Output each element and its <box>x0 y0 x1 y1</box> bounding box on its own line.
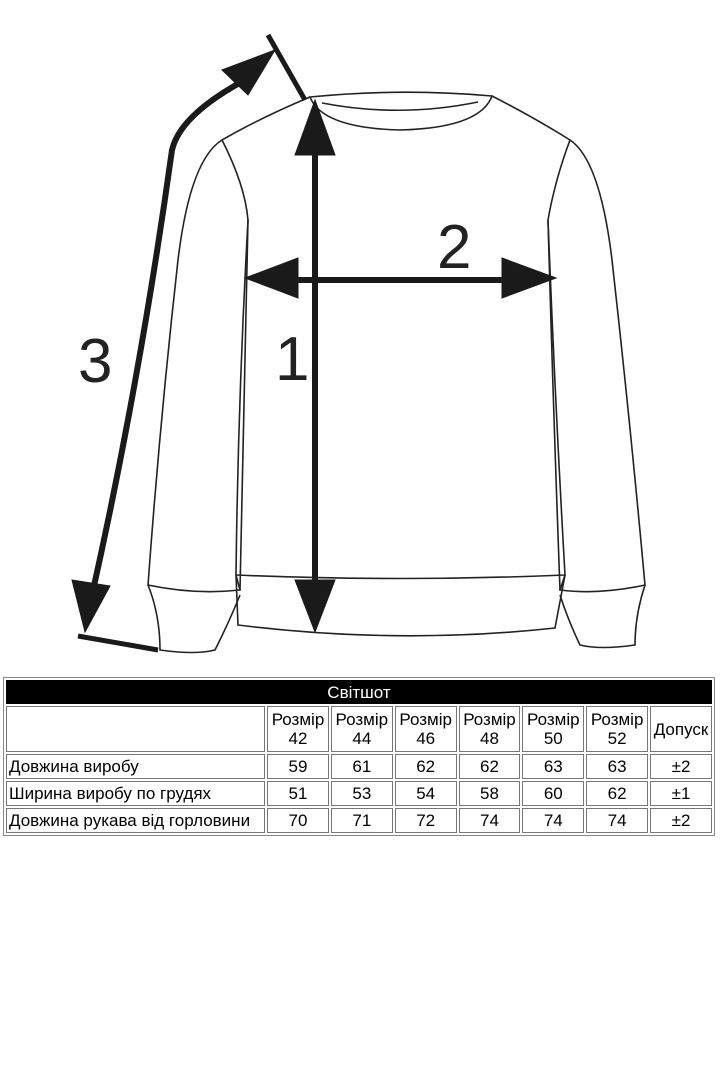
sweatshirt-outline <box>147 91 646 654</box>
size-header: Розмір 46 <box>394 706 457 752</box>
size-header: Розмір 50 <box>522 706 585 752</box>
size-table: Світшот Розмір 42 Розмір 44 Розмір 46 Ро… <box>3 677 715 836</box>
tolerance-cell: ±1 <box>650 781 712 806</box>
size-header: Розмір 48 <box>458 706 521 752</box>
table-row: Довжина рукава від горловини 70 71 72 74… <box>6 808 712 833</box>
measurement-label-3: 3 <box>78 327 112 396</box>
cell: 62 <box>458 754 521 779</box>
cell: 60 <box>522 781 585 806</box>
size-header: Розмір 52 <box>586 706 649 752</box>
table-title: Світшот <box>6 680 712 704</box>
measurement-arrows <box>71 33 558 653</box>
cell: 54 <box>394 781 457 806</box>
cell: 62 <box>394 754 457 779</box>
table-header-row: Розмір 42 Розмір 44 Розмір 46 Розмір 48 … <box>6 706 712 752</box>
cell: 74 <box>522 808 585 833</box>
cell: 74 <box>458 808 521 833</box>
cell: 63 <box>586 754 649 779</box>
tolerance-cell: ±2 <box>650 808 712 833</box>
cell: 74 <box>586 808 649 833</box>
table-row: Довжина виробу 59 61 62 62 63 63 ±2 <box>6 754 712 779</box>
cell: 51 <box>267 781 329 806</box>
cell: 61 <box>330 754 393 779</box>
sweatshirt-diagram: 1 2 3 <box>71 33 646 654</box>
empty-header-cell <box>6 706 266 752</box>
cell: 58 <box>458 781 521 806</box>
row-label: Довжина рукава від горловини <box>6 808 266 833</box>
cell: 71 <box>330 808 393 833</box>
row-label: Довжина виробу <box>6 754 266 779</box>
tolerance-header: Допуск <box>650 706 712 752</box>
cell: 72 <box>394 808 457 833</box>
cell: 63 <box>522 754 585 779</box>
cell: 62 <box>586 781 649 806</box>
row-label: Ширина виробу по грудях <box>6 781 266 806</box>
measurement-label-1: 1 <box>275 325 309 394</box>
tolerance-cell: ±2 <box>650 754 712 779</box>
table-row: Ширина виробу по грудях 51 53 54 58 60 6… <box>6 781 712 806</box>
measurement-label-2: 2 <box>437 213 471 282</box>
cell: 53 <box>330 781 393 806</box>
cell: 59 <box>267 754 329 779</box>
size-header: Розмір 44 <box>330 706 393 752</box>
size-header: Розмір 42 <box>267 706 329 752</box>
cell: 70 <box>267 808 329 833</box>
